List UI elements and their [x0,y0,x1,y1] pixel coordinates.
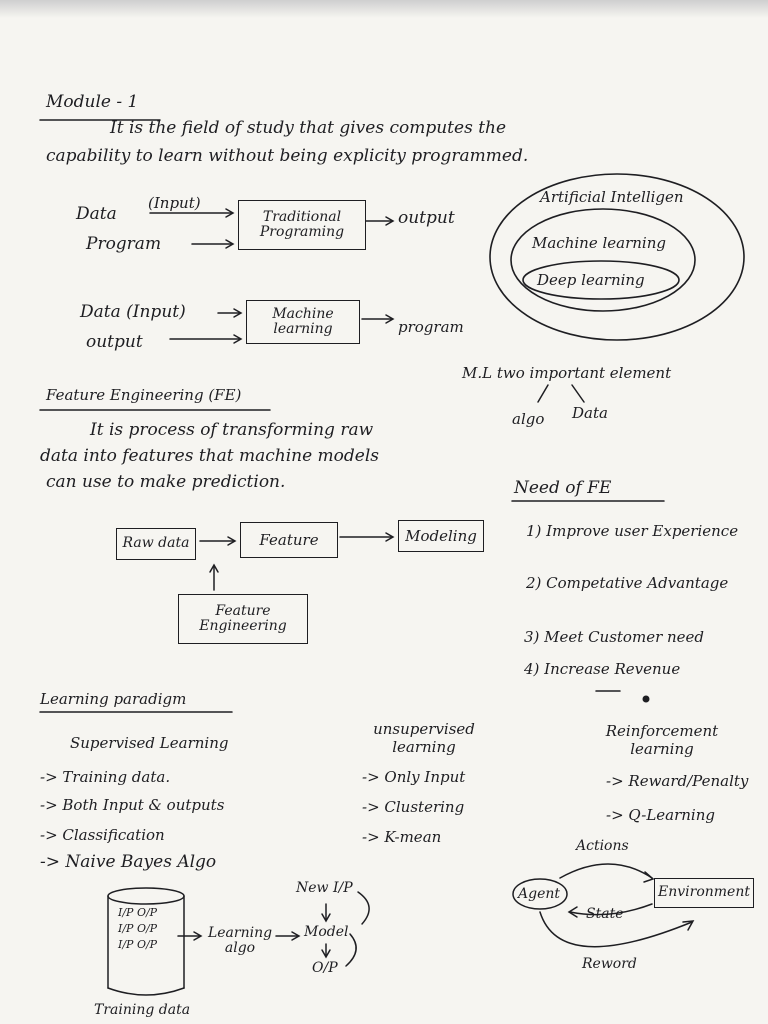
training-row-1: I/P O/P [118,906,158,919]
rl-environment-box: Environment [654,878,754,908]
model-label: Model [304,924,349,940]
reinforcement-title: Reinforcement learning [605,722,719,758]
need-item-1: 1) Improve user Experience [526,522,739,540]
definition-line-1: It is the field of study that gives comp… [110,118,507,138]
definition-line-2: capability to learn without being explic… [46,146,529,166]
reinforcement-item-1: -> Reward/Penalty [606,772,749,790]
rl-agent-label: Agent [518,886,560,902]
supervised-item-3: -> Classification [40,826,165,844]
fe-heading: Feature Engineering (FE) [46,386,242,404]
traditional-programming-box: Traditional Programing [238,200,366,250]
unsupervised-item-3: -> K-mean [362,828,442,846]
supervised-title: Supervised Learning [70,734,229,752]
fe-def-line-1: It is process of transforming raw [90,420,374,440]
unsupervised-item-2: -> Clustering [362,798,465,816]
supervised-item-2: -> Both Input & outputs [40,796,225,814]
page-top-shadow [0,0,768,18]
ml-elements-algo: algo [512,410,545,428]
module-title: Module - 1 [46,92,139,112]
ai-middle-label: Machine learning [532,234,666,252]
supervised-item-1: -> Training data. [40,768,171,786]
trad-program-label: Program [86,234,162,254]
ml-data-input-label: Data (Input) [80,302,186,322]
training-row-3: I/P O/P [118,938,158,951]
reinforcement-item-2: -> Q-Learning [606,806,715,824]
raw-data-box: Raw data [116,528,196,560]
trad-output-label: output [398,208,455,228]
feature-box: Feature [240,522,338,558]
trad-input-label: (Input) [148,194,201,212]
rl-reward-label: Reword [582,956,637,972]
training-row-2: I/P O/P [118,922,158,935]
fe-def-line-2: data into features that machine models [40,446,380,466]
unsupervised-item-1: -> Only Input [362,768,466,786]
supervised-item-4: -> Naive Bayes Algo [40,852,217,872]
need-of-fe-heading: Need of FE [514,478,612,498]
need-item-3: 3) Meet Customer need [524,628,705,646]
learning-algo-label: Learning algo [207,925,273,957]
ml-output-label: output [86,332,143,352]
fe-def-line-3: can use to make prediction. [46,472,286,492]
trad-data-label: Data [76,204,117,224]
ai-inner-label: Deep learning [537,271,645,289]
need-item-4: 4) Increase Revenue [524,660,681,678]
training-data-caption: Training data [94,1002,191,1018]
modeling-box: Modeling [398,520,484,552]
feature-engineering-box: Feature Engineering [178,594,308,644]
ml-elements-title: M.L two important element [462,364,672,382]
rl-actions-label: Actions [576,838,629,854]
ml-elements-data: Data [572,404,608,422]
ai-outer-label: Artificial Intelligen [540,188,684,206]
unsupervised-title: unsupervised learning [373,720,475,756]
new-ip-label: New I/P [296,880,353,896]
need-item-2: 2) Competative Advantage [526,574,729,592]
learning-paradigm-heading: Learning paradigm [40,690,187,708]
rl-state-label: State [586,906,624,922]
ml-program-label: program [398,318,464,336]
op-label: O/P [312,960,338,976]
machine-learning-box: Machine learning [246,300,360,344]
